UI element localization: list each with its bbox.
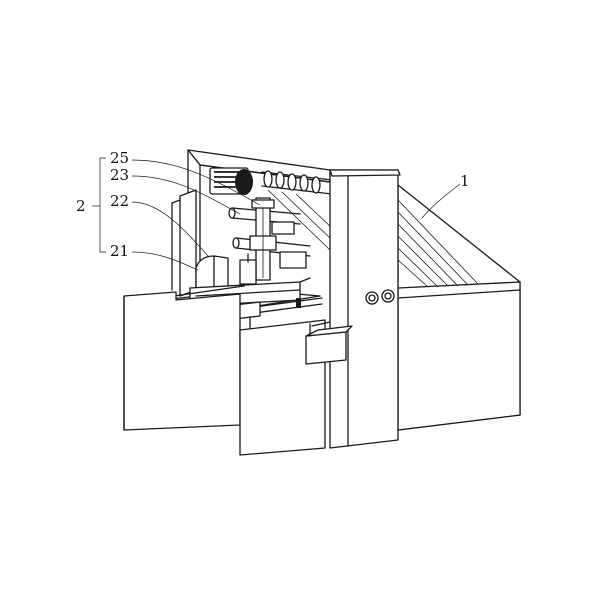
leader-lines [92,157,461,271]
central-front-wall [239,319,326,456]
label-22: 22 [110,192,129,210]
left-panels [171,189,197,297]
label-2: 2 [76,197,86,215]
control-box [305,321,353,365]
slider-column [249,197,307,281]
inclined-hopper [397,184,521,431]
label-23: 23 [110,166,129,184]
top-rollers [261,170,333,251]
main-tower [329,169,401,449]
label-25: 25 [110,149,129,167]
label-1: 1 [460,172,470,190]
label-21: 21 [110,242,129,260]
left-front-wall [123,291,241,431]
motor [209,167,253,195]
clamp-block [195,253,257,295]
